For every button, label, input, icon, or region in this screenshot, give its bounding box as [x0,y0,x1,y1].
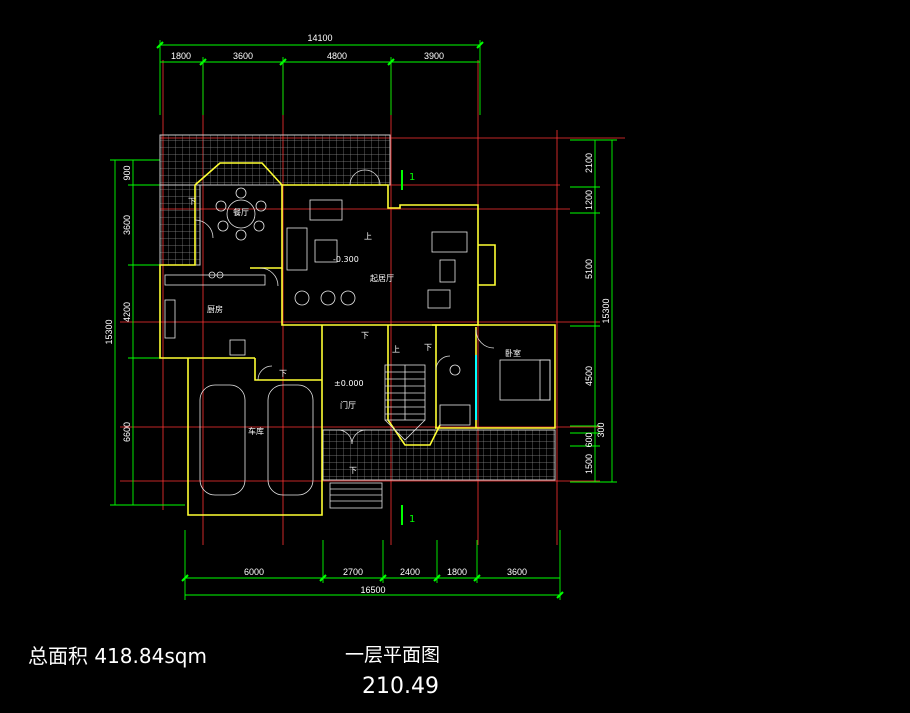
overall-left-dim: 15300 [104,319,114,344]
dimension-lines [110,40,617,600]
top-dim-3: 3900 [424,51,444,61]
furniture [164,187,551,496]
bottom-dim-2: 2400 [400,567,420,577]
overall-top-dim: 14100 [307,33,332,43]
left-dim-1: 3600 [122,215,132,235]
mark-down-terrace: 下 [349,466,357,475]
drawing-title: 一层平面图 [345,644,441,666]
right-dim-2: 5100 [584,259,594,279]
section-mark-top: 1 [409,172,415,183]
mark-up-stair: 上 [392,345,400,354]
mark-down-dining: 下 [188,197,196,206]
room-label-kitchen: 厨房 [207,304,223,314]
room-label-foyer: 门厅 [340,400,356,410]
floor-area-value: 210.49 [362,674,439,699]
bottom-dim-4: 3600 [507,567,527,577]
section-mark-bottom: 1 [409,514,415,525]
walls [159,162,556,516]
mark-down-living: 下 [361,331,369,340]
room-label-living: 起居厅 [370,274,394,283]
staircase [329,364,426,509]
mark-up-living: 上 [364,232,372,241]
right-dim-4: 300 [596,422,606,437]
bottom-dim-3: 1800 [447,567,467,577]
right-dim-1: 1200 [584,190,594,210]
total-area-label: 总面积 418.84sqm [28,644,207,668]
left-dim-0: 900 [122,165,132,180]
right-dim-0: 2100 [584,153,594,173]
overall-right-dim: 15300 [601,298,611,323]
bottom-dim-1: 2700 [343,567,363,577]
top-dim-0: 1800 [171,51,191,61]
level-foyer: ±0.000 [334,379,364,388]
terraces [159,134,556,481]
doors [194,169,495,445]
overall-bottom-dim: 16500 [360,585,385,595]
mark-down-garage: 下 [279,369,287,378]
top-dim-2: 4800 [327,51,347,61]
bottom-dim-0: 6000 [244,567,264,577]
right-dim-5: 600 [584,432,594,447]
mark-down-stair: 下 [424,343,432,352]
room-label-garage: 车库 [248,426,264,436]
level-living: -0.300 [333,255,359,264]
top-dim-1: 3600 [233,51,253,61]
right-dim-3: 4500 [584,366,594,386]
room-label-bedroom: 卧室 [505,348,521,358]
left-dim-3: 6600 [122,422,132,442]
room-label-dining: 餐厅 [233,208,249,217]
right-dim-6: 1500 [584,454,594,474]
left-dim-2: 4200 [122,302,132,322]
